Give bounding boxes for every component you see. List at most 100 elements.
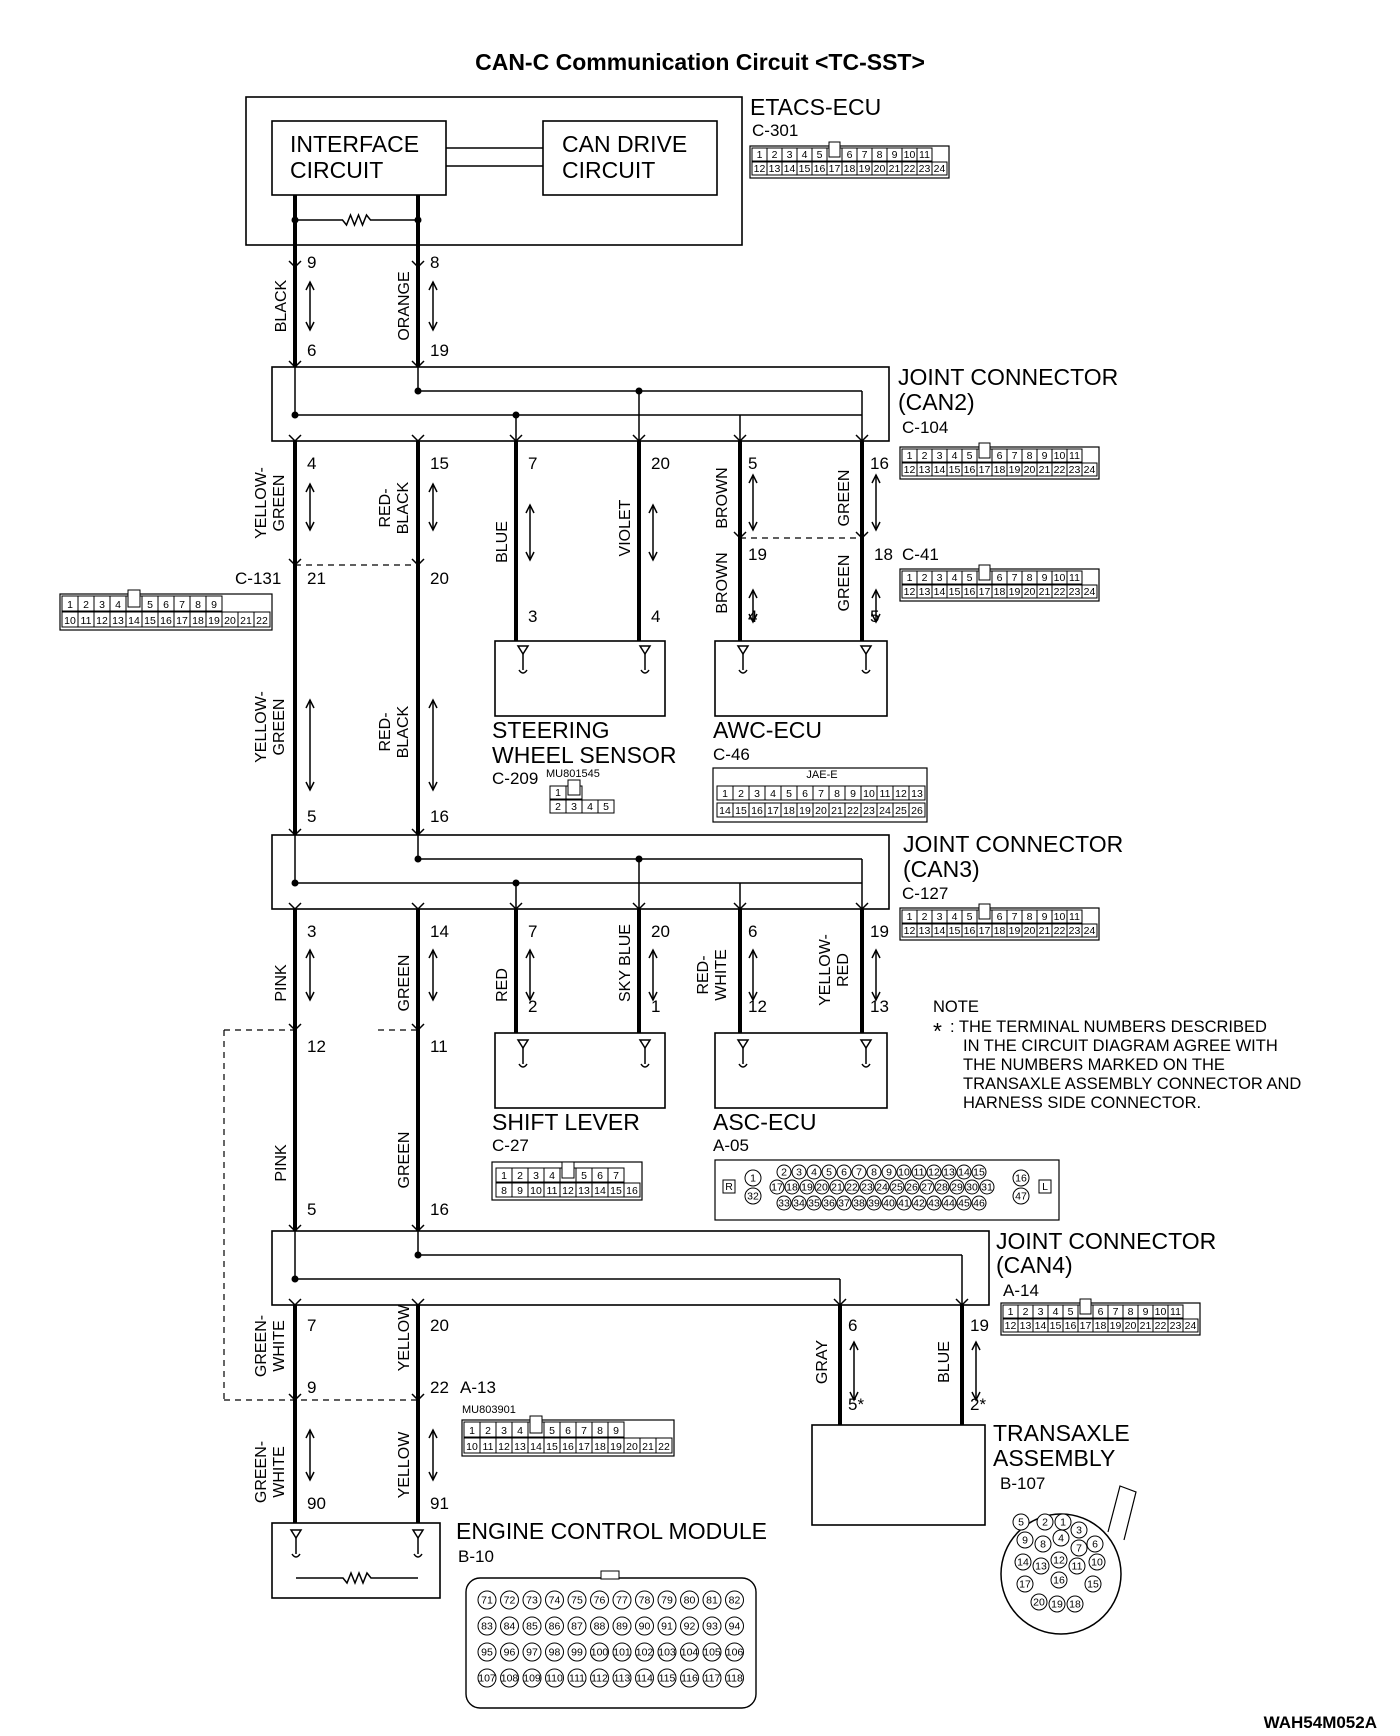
terminal-mark — [411, 1023, 425, 1032]
connector-b107-pin-label: 19 — [1051, 1599, 1063, 1611]
connector-c127-cell-label: 4 — [952, 911, 958, 923]
ground-symbol — [413, 1553, 423, 1558]
terminal-mark — [288, 260, 302, 269]
connector-b10-pin-label: 102 — [636, 1647, 654, 1659]
connector-a05-pin — [806, 1164, 822, 1180]
connector-b10-pin — [635, 1590, 654, 1610]
connector-b107-pin-label: 4 — [1058, 1533, 1064, 1545]
connector-b10-pin-label: 80 — [684, 1595, 696, 1607]
connector-b107-pin — [1048, 1595, 1066, 1613]
arrow-head — [871, 588, 881, 599]
pin-label: 16 — [870, 454, 889, 473]
connector-a05-pin-label: 47 — [1015, 1191, 1027, 1203]
arrow-head — [428, 521, 438, 532]
connector-a13-cell-label: 13 — [514, 1441, 526, 1453]
wire-color-label: RED — [835, 953, 852, 987]
connector-c41-cell-label: 10 — [1054, 572, 1066, 584]
connector-c104-cell-label: 9 — [1042, 450, 1048, 462]
connector-c301-cell-label: 21 — [889, 163, 901, 175]
arrow-head — [305, 1471, 315, 1482]
can4-connector-id: A-14 — [1003, 1281, 1039, 1300]
connector-a13-cell-label: 18 — [594, 1441, 606, 1453]
junction-dot — [512, 879, 520, 887]
connector-b10-pin-label: 88 — [594, 1621, 606, 1633]
connector-c27-cell-label: 4 — [549, 1170, 555, 1182]
connector-c41-cell-label: 19 — [1009, 586, 1021, 598]
connector-c209-cell — [597, 799, 615, 814]
pin-label: 8 — [430, 253, 439, 272]
connector-b10-pin-label: 99 — [571, 1647, 583, 1659]
connector-b107-pin-label: 15 — [1087, 1579, 1099, 1591]
connector-a05-pin-label: 45 — [958, 1198, 970, 1210]
arrow-head — [648, 948, 658, 959]
connector-c301-cell-label: 4 — [802, 149, 808, 161]
connector-c104-cell — [1081, 462, 1098, 477]
connector-b107-pin — [1052, 1529, 1070, 1547]
connector-b107-pin — [1070, 1521, 1088, 1539]
connector-c127-cell-label: 15 — [949, 925, 961, 937]
pin-label: 5 — [870, 607, 879, 626]
engine-control-module-box — [271, 1522, 441, 1599]
figure-id: WAH54M052A — [1264, 1713, 1377, 1732]
can4-label-1: JOINT CONNECTOR — [996, 1228, 1216, 1254]
diagram-title: CAN-C Communication Circuit <TC-SST> — [475, 49, 925, 75]
asc-connector-id: A-05 — [713, 1136, 749, 1155]
connector-c301-outline — [749, 145, 950, 179]
terminal-mark — [411, 558, 425, 567]
connector-b10-pin — [680, 1642, 699, 1662]
connector-c46-cell — [908, 802, 926, 818]
connector-a05-side-label: L — [1042, 1181, 1048, 1193]
connector-a14-cell — [1167, 1304, 1184, 1319]
connector-a05-pin-label: 32 — [747, 1191, 759, 1203]
connector-b10-pin-label: 76 — [594, 1595, 606, 1607]
connector-c127-cell-label: 6 — [997, 911, 1003, 923]
connector-b10-pin-label: 103 — [658, 1647, 676, 1659]
pin-label: 14 — [430, 922, 449, 941]
connector-c301-cell-label: 5 — [817, 149, 823, 161]
connector-b10-pin-label: 75 — [571, 1595, 583, 1607]
wire-color-label: GREEN — [396, 1132, 413, 1189]
connector-c104-cell-label: 8 — [1027, 450, 1033, 462]
connector-c104-cell-label: 10 — [1054, 450, 1066, 462]
connector-a14-cell-label: 22 — [1155, 1320, 1167, 1332]
connector-b10-pin-label: 93 — [706, 1621, 718, 1633]
connector-a05-pin-label: 40 — [883, 1198, 895, 1210]
pin-label: 20 — [430, 1316, 449, 1335]
connector-c27-cell — [623, 1182, 641, 1198]
connector-b107-pin-label: 3 — [1076, 1525, 1082, 1537]
connector-a13-cell-label: 9 — [613, 1425, 619, 1437]
connector-c27-cell-label: 3 — [533, 1170, 539, 1182]
connector-a13-cell-label: 11 — [483, 1441, 494, 1453]
connector-b10-pin-label: 71 — [481, 1595, 493, 1607]
connector-b10-pin-label: 81 — [706, 1595, 718, 1607]
connector-b10-pin-label: 109 — [523, 1673, 541, 1685]
connector-b107-pin — [1012, 1513, 1030, 1531]
wire-color-label: RED — [494, 968, 511, 1002]
connector-c209-cell-label: 3 — [571, 801, 577, 813]
connector-b10-pin — [477, 1590, 497, 1610]
pin-label: 4 — [748, 607, 757, 626]
connector-a05-pin — [866, 1195, 882, 1211]
connector-c104-cell-label: 19 — [1009, 464, 1021, 476]
arrow-head — [428, 321, 438, 332]
connector-b10-pin — [725, 1668, 744, 1688]
wire-color-label: WHITE — [271, 1320, 288, 1372]
connector-a05-pin — [971, 1164, 987, 1180]
pin-label: 20 — [651, 922, 670, 941]
connector-c104-latch — [978, 442, 991, 459]
connector-b10-pin-label: 118 — [726, 1673, 743, 1685]
arrow-head — [428, 698, 438, 709]
connector-a13-cell — [655, 1437, 673, 1454]
wire-color-label: GREEN — [271, 475, 288, 532]
terminal-mark — [411, 902, 425, 911]
connector-b10-pin-label: 101 — [613, 1647, 631, 1659]
connector-a05-pin — [956, 1195, 972, 1211]
connector-a05-pin — [926, 1164, 942, 1180]
connector-c301-cell-label: 19 — [859, 163, 871, 175]
connector-c46-cell-label: 5 — [786, 788, 792, 800]
pin-label: 18 — [874, 545, 893, 564]
connector-a05-pin — [911, 1164, 927, 1180]
connector-a05-pin-label: 5 — [826, 1167, 832, 1179]
connector-a05-pin-label: 41 — [898, 1198, 910, 1210]
connector-b10-pin — [522, 1616, 542, 1636]
